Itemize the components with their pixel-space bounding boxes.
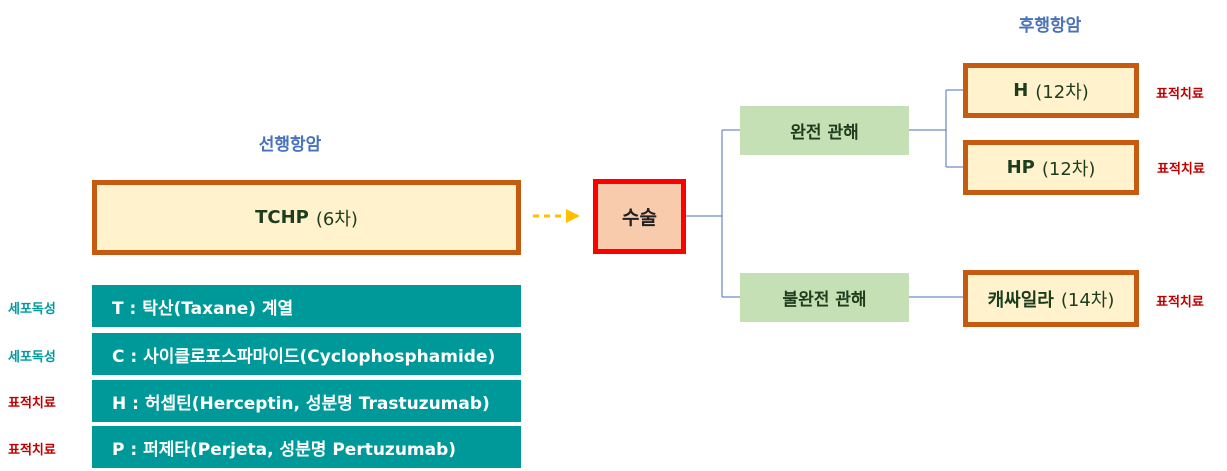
regimen-name: TCHP [255,207,309,228]
adjuvant-kadcyla-cycles: (14차) [1060,289,1115,311]
adjuvant-kadcyla-tag: 표적치료 [1156,295,1204,310]
drug-p-bar: P : 퍼제타(Perjeta, 성분명 Pertuzumab) [92,426,521,468]
incomplete-response-box: 불완전 관해 [740,273,909,322]
adjuvant-h-tag: 표적치료 [1156,87,1204,102]
drug-c-tag: 세포독성 [8,350,56,365]
surgery-box: 수술 [593,179,686,254]
complete-response-box: 완전 관해 [740,106,909,155]
adjuvant-label: 후행항암 [1018,16,1082,36]
adjuvant-box-h: H (12차) [963,63,1139,118]
drug-t-tag: 세포독성 [8,302,56,317]
regimen-cycles: (6차) [315,208,358,230]
drug-p-tag: 표적치료 [8,443,56,458]
adjuvant-h-name: H [1013,80,1029,101]
regimen-box: TCHP (6차) [92,180,521,255]
drug-h-bar: H : 허셉틴(Herceptin, 성분명 Trastuzumab) [92,380,521,422]
adjuvant-hp-tag: 표적치료 [1157,162,1205,177]
neoadjuvant-label: 선행항암 [258,135,322,155]
adjuvant-box-kadcyla: 캐싸일라 (14차) [963,270,1139,327]
arrow-head [566,209,580,223]
adjuvant-hp-name: HP [1006,157,1035,178]
drug-t-bar: T : 탁산(Taxane) 계열 [92,285,521,327]
adjuvant-box-hp: HP (12차) [963,140,1139,195]
adjuvant-h-cycles: (12차) [1035,81,1089,103]
drug-h-tag: 표적치료 [8,396,56,411]
adjuvant-kadcyla-name: 캐싸일라 [987,289,1054,311]
drug-c-bar: C : 사이클로포스파마이드(Cyclophosphamide) [92,333,521,375]
adjuvant-hp-cycles: (12차) [1041,158,1096,180]
